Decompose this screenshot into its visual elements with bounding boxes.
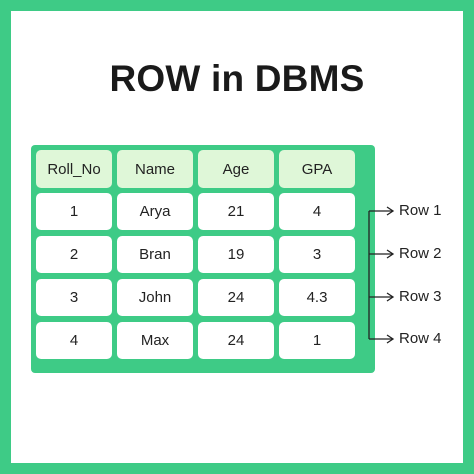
table-cell: John [117, 279, 193, 316]
table-cell: 2 [36, 236, 112, 273]
table-cell: 3 [36, 279, 112, 316]
header-roll-no: Roll_No [36, 150, 112, 188]
arrowhead-icon [386, 292, 395, 302]
table-cell: 19 [198, 236, 274, 273]
table-cell: 21 [198, 193, 274, 230]
diagram-card: ROW in DBMS Roll_No Name Age GPA 1 Arya … [11, 11, 463, 463]
arrowhead-icon [386, 206, 395, 216]
row-label-1: Row 1 [399, 202, 442, 219]
table-cell: Max [117, 322, 193, 359]
table-cell: 1 [36, 193, 112, 230]
row-label-4: Row 4 [399, 330, 442, 347]
arrowhead-icon [386, 249, 395, 259]
table-cell: Arya [117, 193, 193, 230]
header-age: Age [198, 150, 274, 188]
header-name: Name [117, 150, 193, 188]
row-label-2: Row 2 [399, 245, 442, 262]
table-cell: Bran [117, 236, 193, 273]
header-gpa: GPA [279, 150, 355, 188]
table-cell: 4.3 [279, 279, 355, 316]
row-label-3: Row 3 [399, 288, 442, 305]
diagram-title: ROW in DBMS [109, 58, 365, 99]
table-cell: 3 [279, 236, 355, 273]
data-table: Roll_No Name Age GPA 1 Arya 21 4 2 Bran … [31, 145, 375, 373]
table-cell: 4 [279, 193, 355, 230]
table-cell: 4 [36, 322, 112, 359]
table-cell: 1 [279, 322, 355, 359]
table-cell: 24 [198, 279, 274, 316]
arrowhead-icon [386, 334, 395, 344]
table-cell: 24 [198, 322, 274, 359]
row-arrows [368, 206, 395, 344]
